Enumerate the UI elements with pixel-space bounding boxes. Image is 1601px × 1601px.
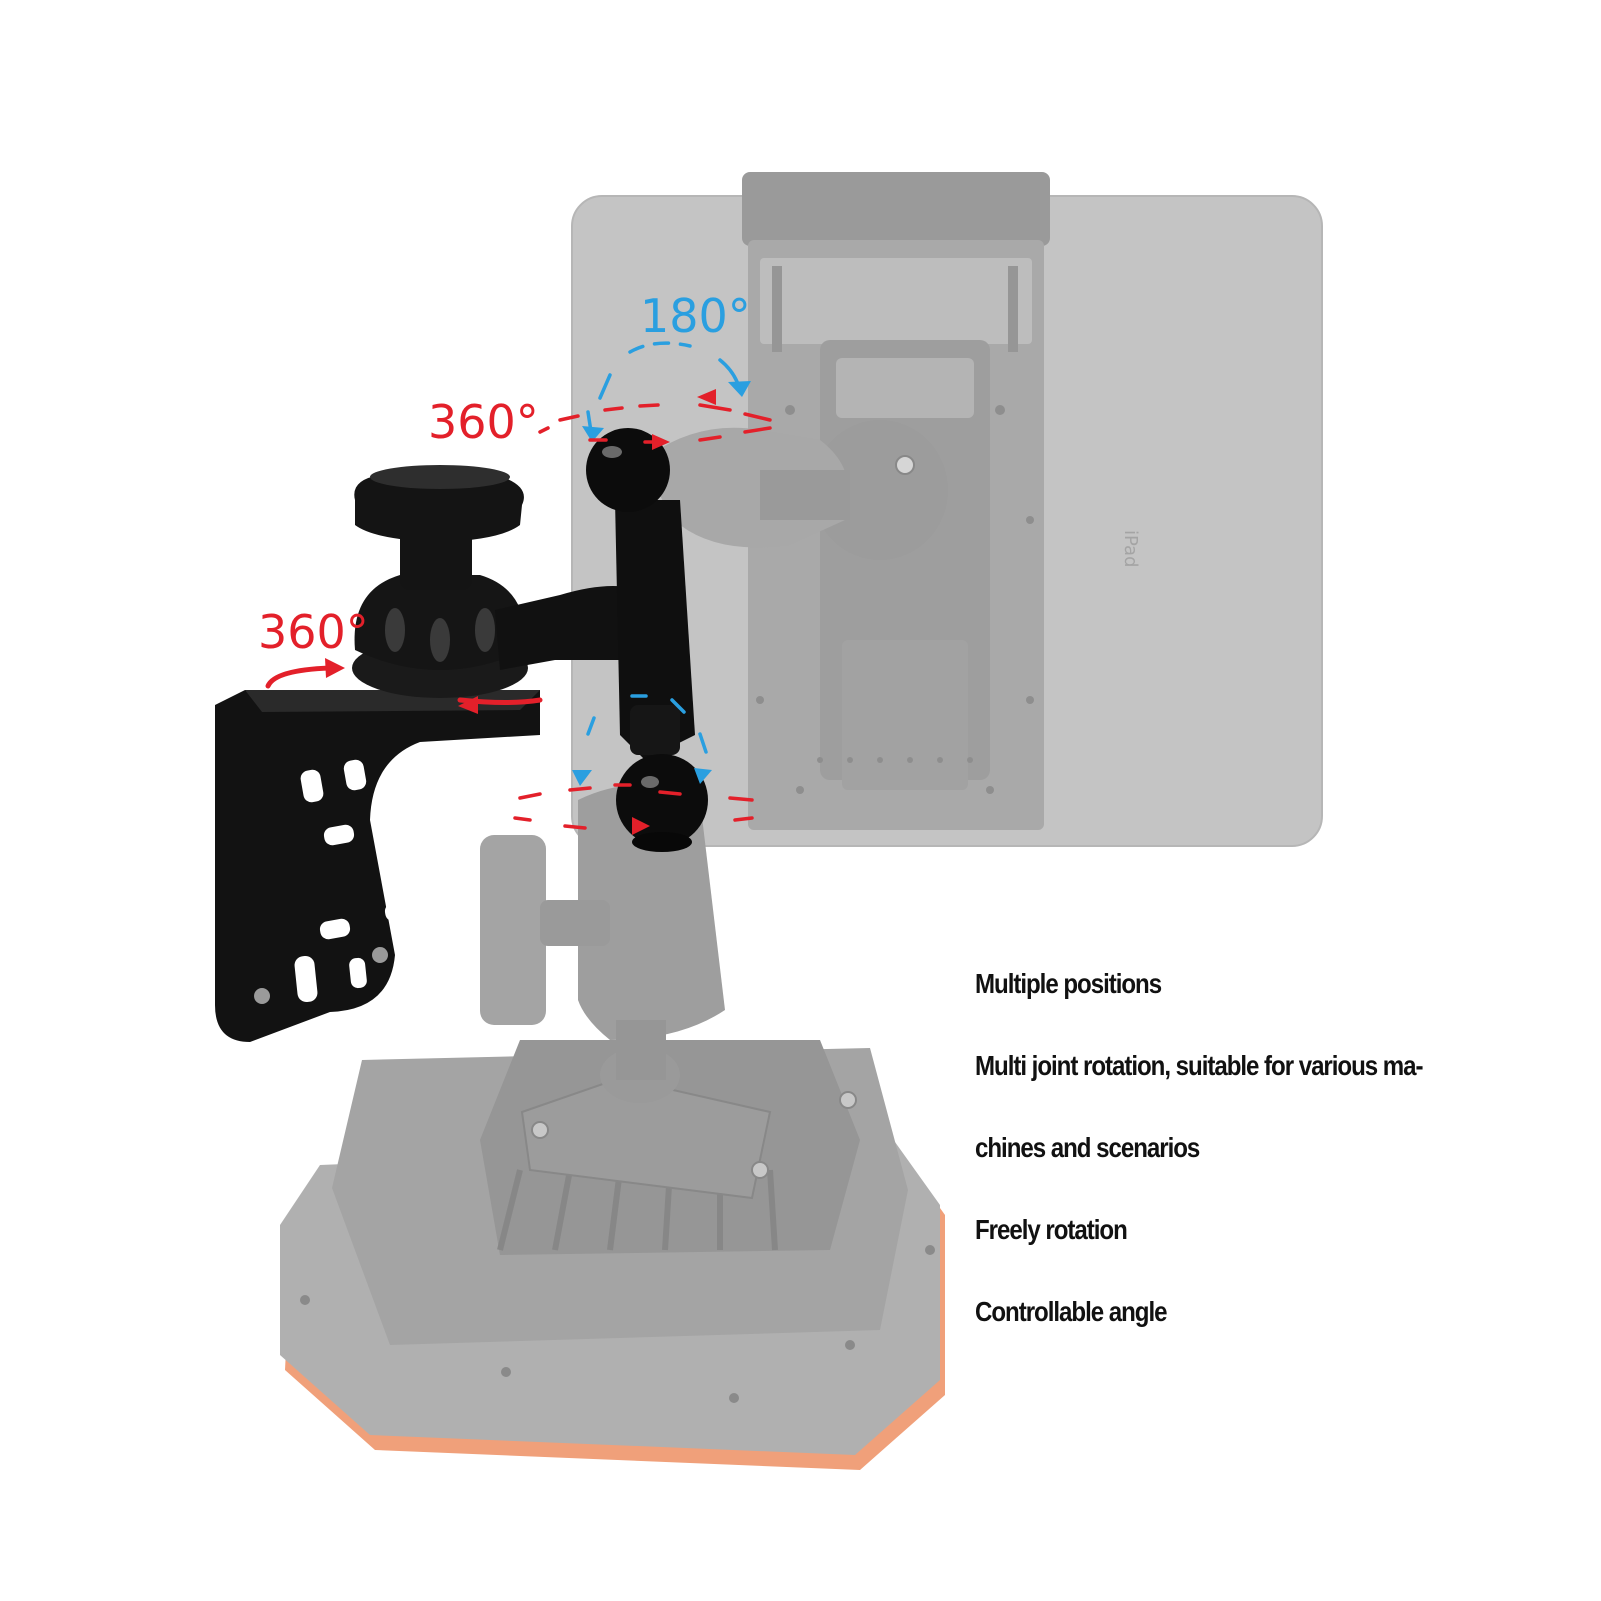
- lower-socket-arm: [480, 785, 725, 1103]
- red-arrowhead-top: [697, 389, 716, 405]
- black-mount: [215, 428, 708, 1042]
- feature-item: Multiple positions: [975, 968, 1162, 999]
- base-unit: [280, 1040, 945, 1470]
- blue-arrowhead-top-left: [582, 426, 604, 442]
- feature-item: Freely rotation: [975, 1214, 1128, 1245]
- upper-socket-arm: [650, 427, 850, 548]
- blue-arrowhead-mid-left: [572, 770, 592, 786]
- blue-arrowhead-top-right: [728, 381, 751, 397]
- blue-arc-middle: [586, 694, 708, 754]
- rotation-arrows: [265, 341, 772, 835]
- red-arrowhead-top-inner: [652, 434, 670, 450]
- feature-item: Multi joint rotation, suitable for vario…: [975, 1050, 1424, 1081]
- angle-label-360-top: 360°: [428, 395, 539, 449]
- angle-label-360-left: 360°: [258, 605, 369, 659]
- red-arrowhead-left-2: [458, 696, 478, 714]
- red-arrowhead-left-1: [325, 658, 345, 678]
- angle-label-180: 180°: [640, 289, 751, 343]
- tablet-brand-label: iPad: [1120, 530, 1141, 568]
- blue-arrowhead-mid-right: [694, 768, 712, 784]
- red-ring-bottom: [513, 783, 754, 830]
- red-ring-top: [538, 403, 772, 444]
- feature-item: chines and scenarios: [975, 1132, 1200, 1163]
- feature-item: Controllable angle: [975, 1296, 1168, 1327]
- red-arrowhead-bottom: [632, 817, 650, 835]
- feature-list: Multiple positions Multi joint rotation,…: [975, 968, 1575, 1378]
- tablet-clamp: [742, 172, 1050, 830]
